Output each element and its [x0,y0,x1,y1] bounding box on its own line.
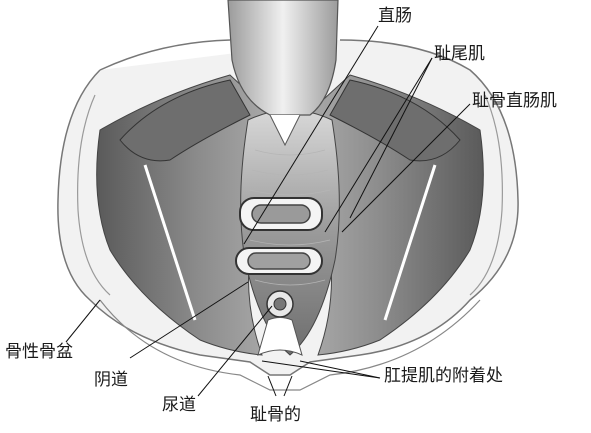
label-pubic: 耻骨的 [250,407,301,424]
label-vagina: 阴道 [94,372,128,389]
label-bony-pelvis: 骨性骨盆 [5,344,73,361]
label-pubococcygeus: 耻尾肌 [434,46,485,63]
rectal-opening [240,198,322,230]
label-rectum: 直肠 [378,8,412,25]
label-levator-ani-attachment: 肛提肌的附着处 [384,368,503,385]
urethral-opening [267,291,293,317]
vaginal-opening [236,248,322,274]
label-puborectalis: 耻骨直肠肌 [472,93,557,110]
label-urethra: 尿道 [162,397,196,414]
